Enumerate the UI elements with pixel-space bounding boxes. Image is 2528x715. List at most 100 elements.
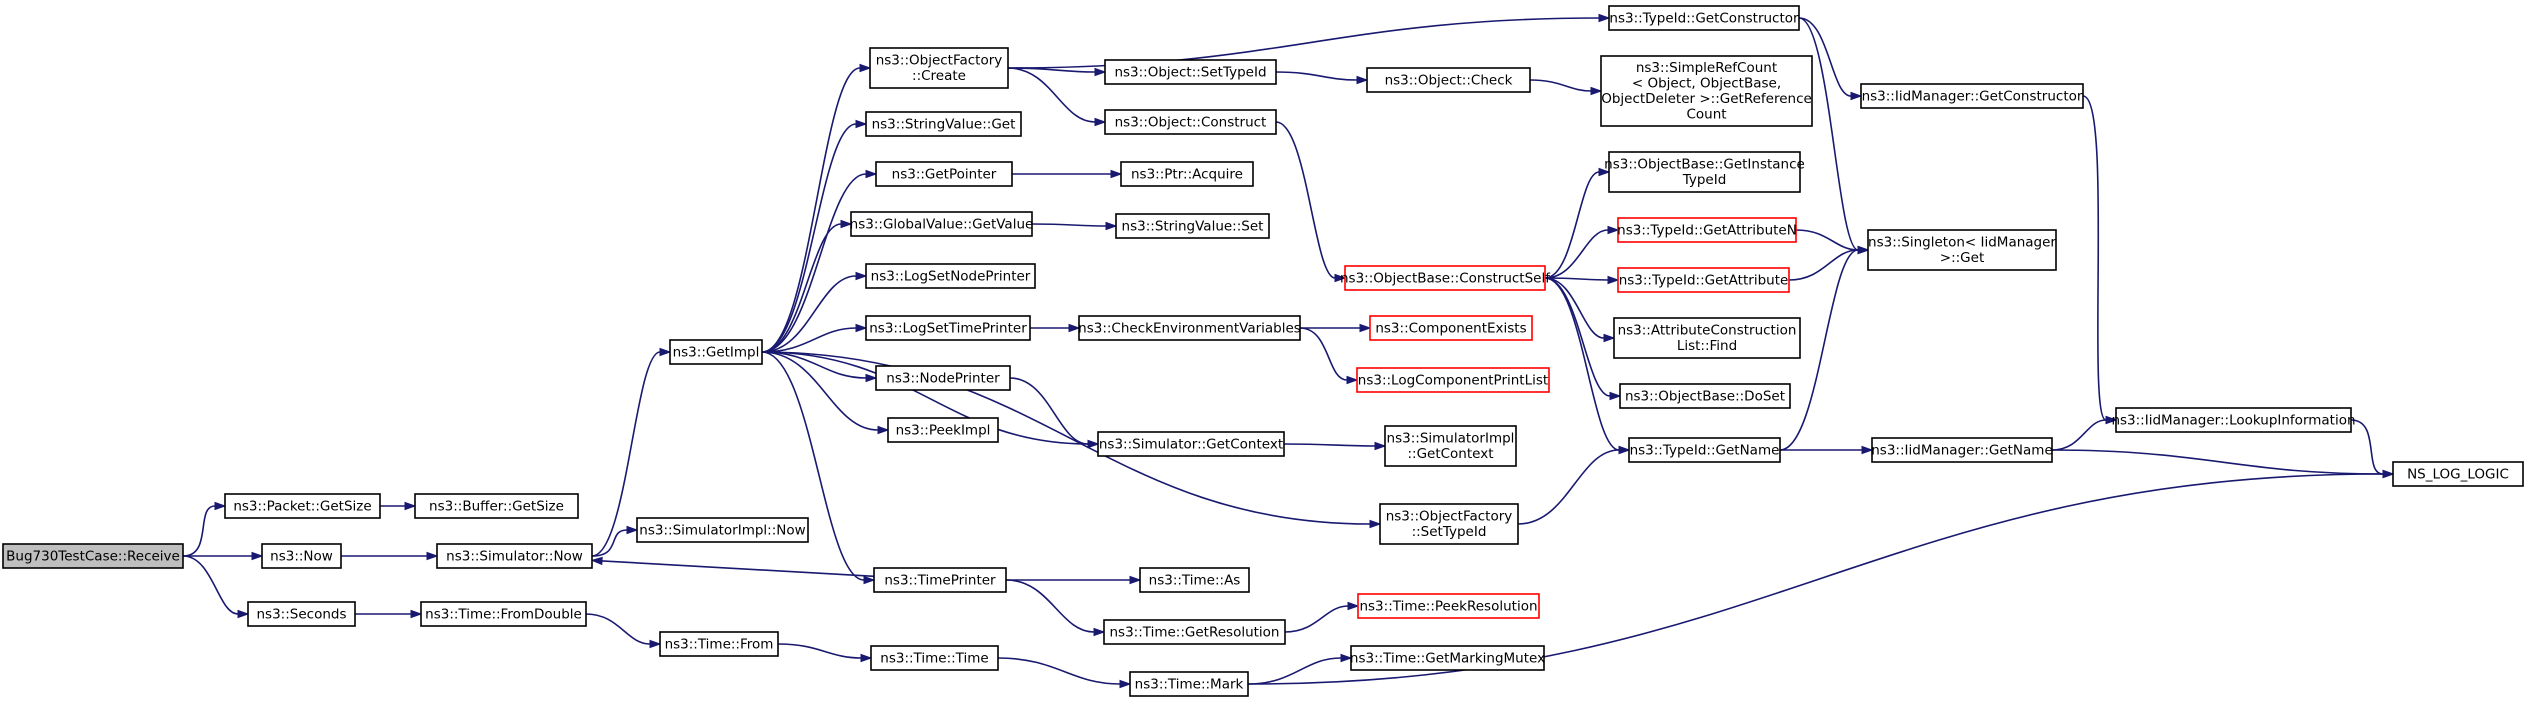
node-logcomponentprintlist[interactable]: ns3::LogComponentPrintList [1356,367,1550,393]
node-box [1103,619,1286,645]
node-box [1366,67,1531,93]
node-simimpl-getcontext[interactable]: ns3::SimulatorImpl::GetContext [1384,425,1517,467]
edge-line [1247,657,1342,685]
edge-line [1798,17,1852,97]
node-logsettimeprinter[interactable]: ns3::LogSetTimePrinter [865,315,1031,341]
node-box [1871,437,2053,463]
edge-arrowhead [863,575,876,585]
node-logsetnodeprinter[interactable]: ns3::LogSetNodePrinter [865,263,1036,289]
node-time-getmarkingmutex[interactable]: ns3::Time::GetMarkingMutex [1350,645,1545,671]
node-timeprinter[interactable]: ns3::TimePrinter [873,567,1007,593]
node-box [865,263,1036,289]
node-time-as[interactable]: ns3::Time::As [1139,567,1250,593]
node-objbase-constructself[interactable]: ns3::ObjectBase::ConstructSelf [1340,265,1551,291]
node-objfactory-settypeid[interactable]: ns3::ObjectFactory::SetTypeId [1379,503,1519,545]
node-box [1608,151,1801,193]
node-getimpl[interactable]: ns3::GetImpl [669,339,763,365]
node-typeid-getconstructor[interactable]: ns3::TypeId::GetConstructor [1608,5,1800,31]
node-now[interactable]: ns3::Now [261,543,342,569]
edge-line [1544,277,1609,281]
node-box [2115,407,2352,433]
node-time-getresolution[interactable]: ns3::Time::GetResolution [1103,619,1286,645]
node-iidmanager-lookup[interactable]: ns3::IidManager::LookupInformation [2111,407,2356,433]
edge-line [1009,377,1089,445]
edge-arrowhead [1094,117,1107,127]
edge-getimpl-to-objfactory_create [761,63,872,353]
node-object-construct[interactable]: ns3::Object::Construct [1104,109,1277,135]
node-peekimpl[interactable]: ns3::PeekImpl [887,417,999,443]
node-box [224,493,381,519]
edge-logsettimeprinter-to-checkenv [1030,323,1081,333]
edge-arrowhead [1094,67,1107,77]
node-box [2392,461,2524,487]
node-getpointer[interactable]: ns3::GetPointer [875,161,1013,187]
node-ptr-acquire[interactable]: ns3::Ptr::Acquire [1120,161,1254,187]
node-seconds[interactable]: ns3::Seconds [247,601,356,627]
node-iidmanager-getname[interactable]: ns3::IidManager::GetName [1871,437,2053,463]
node-object-check[interactable]: ns3::Object::Check [1366,67,1531,93]
edge-time_getresolution-to-time_peekresolution [1284,601,1360,633]
node-box [1097,431,1285,457]
node-root[interactable]: Bug730TestCase::Receive [2,543,184,569]
edge-line [1779,249,1859,451]
edge-arrowhead [1369,519,1382,529]
edge-root-to-now [183,551,264,561]
edge-arrowhead [659,347,672,357]
node-objbase-doset[interactable]: ns3::ObjectBase::DoSet [1619,383,1791,409]
node-object-settypeid[interactable]: ns3::Object::SetTypeId [1104,59,1277,85]
node-time-time[interactable]: ns3::Time::Time [870,645,999,671]
node-time-mark[interactable]: ns3::Time::Mark [1129,671,1249,697]
node-singleton-get[interactable]: ns3::Singleton< IidManager>::Get [1867,229,2057,271]
node-iidmanager-getconstructor[interactable]: ns3::IidManager::GetConstructor [1860,83,2084,109]
edge-line [777,643,862,659]
node-time-from[interactable]: ns3::Time::From [659,631,779,657]
node-label: ns3::StringValue::Set [1122,218,1264,234]
node-stringvalue-get[interactable]: ns3::StringValue::Get [865,111,1022,137]
edge-line [761,351,1089,445]
edge-line [1275,71,1358,81]
node-label: ns3::StringValue::Get [872,116,1016,132]
edge-arrowhead [2382,469,2395,479]
node-globalvalue-getvalue[interactable]: ns3::GlobalValue::GetValue [850,211,1034,237]
node-box [1617,267,1790,293]
node-label: ns3::ObjectBase::DoSet [1625,388,1785,404]
edge-line [2051,419,2107,451]
node-time-fromdouble[interactable]: ns3::Time::FromDouble [420,601,587,627]
node-sim-getcontext[interactable]: ns3::Simulator::GetContext [1097,431,1285,457]
node-checkenv[interactable]: ns3::CheckEnvironmentVariables [1078,315,1301,341]
edge-checkenv-to-componentexists [1300,323,1372,333]
node-time-peekresolution[interactable]: ns3::Time::PeekResolution [1357,593,1540,619]
node-objfactory-create[interactable]: ns3::ObjectFactory::Create [869,47,1009,89]
node-simplerefcount[interactable]: ns3::SimpleRefCount< Object, ObjectBase,… [1600,55,1813,127]
edge-iidmanager_getname-to-ns_log_logic [2051,449,2395,479]
node-packet-getsize[interactable]: ns3::Packet::GetSize [224,493,381,519]
node-label: ns3::Seconds [257,606,347,622]
edge-line [1247,473,2384,685]
node-typeid-getname[interactable]: ns3::TypeId::GetName [1628,437,1781,463]
node-nodeprinter[interactable]: ns3::NodePrinter [875,365,1011,391]
node-simulator-now[interactable]: ns3::Simulator::Now [436,543,593,569]
node-stringvalue-set[interactable]: ns3::StringValue::Set [1115,213,1270,239]
edge-objfactory_create-to-object_construct [1007,67,1107,127]
edge-line [182,505,216,557]
node-componentexists[interactable]: ns3::ComponentExists [1369,315,1533,341]
node-ns-log-logic[interactable]: NS_LOG_LOGIC [2392,461,2524,487]
node-label: ns3::Packet::GetSize [233,498,371,514]
node-label: ns3::Time::Time [880,650,988,666]
node-label: ::SetTypeId [1412,524,1487,540]
node-label: < Object, ObjectBase, [1632,76,1781,92]
edge-time_mark-to-time_getmarkingmutex [1247,653,1353,685]
node-typeid-getattributen[interactable]: ns3::TypeId::GetAttributeN [1617,217,1797,243]
edge-getimpl-to-logsetnodeprinter [761,271,868,353]
node-typeid-getattribute[interactable]: ns3::TypeId::GetAttribute [1617,267,1790,293]
edge-line [1284,605,1349,633]
edge-arrowhead [1374,441,1387,451]
node-simimpl-now[interactable]: ns3::SimulatorImpl::Now [636,517,809,543]
node-buffer-getsize[interactable]: ns3::Buffer::GetSize [414,493,579,519]
edge-objbase_constructself-to-attrconstr_find [1544,277,1616,343]
node-box [887,417,999,443]
node-label: ns3::Simulator::GetContext [1099,436,1283,452]
node-box [865,111,1022,137]
